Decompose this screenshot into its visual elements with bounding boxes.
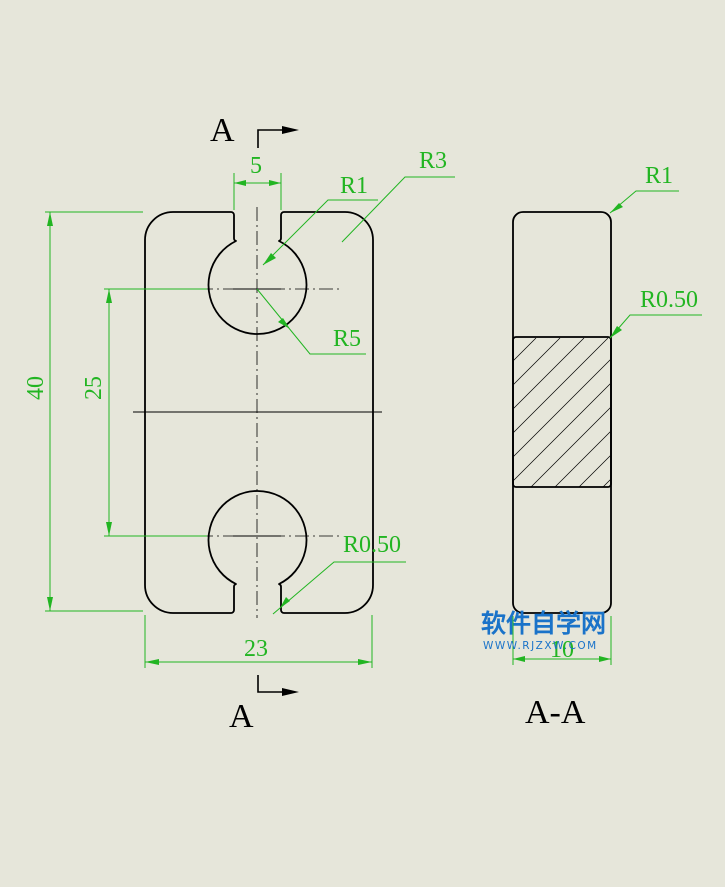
section-view-outline: [512, 211, 612, 614]
section-cut-face: [512, 336, 612, 488]
overall-height-label: 40: [23, 376, 49, 400]
section-r050-label: R0.50: [640, 287, 698, 313]
dimension-overall-height: 40: [23, 211, 143, 612]
dimension-thickness: 10: [512, 616, 612, 665]
leader-front-r3: R3: [341, 148, 455, 243]
cutting-plane-top: [257, 129, 285, 148]
front-r050-label: R0.50: [343, 532, 401, 558]
front-r5-label: R5: [333, 326, 361, 352]
front-r3-label: R3: [419, 148, 447, 174]
hole-spacing-label: 25: [81, 376, 107, 400]
leader-section-r050: R0.50: [609, 287, 702, 339]
dimension-hole-spacing: 25: [81, 288, 207, 537]
cutting-plane-arrow-top: [282, 126, 299, 134]
leader-section-r1: R1: [609, 163, 679, 214]
section-letter-top: A: [210, 112, 235, 149]
dimension-slot-width: 5: [233, 153, 282, 210]
section-mark-bottom: A: [229, 675, 299, 735]
section-view: [512, 211, 612, 614]
watermark: 软件自学网 WWW.RJZXW.COM: [481, 609, 606, 652]
watermark-url: WWW.RJZXW.COM: [483, 640, 598, 652]
slot-width-label: 5: [250, 153, 262, 179]
section-hatching: [513, 338, 610, 487]
section-view-title: A-A: [525, 694, 586, 731]
section-letter-bottom: A: [229, 698, 254, 735]
front-view-outline: [144, 211, 374, 614]
cutting-plane-bottom: [257, 675, 285, 693]
leader-front-r1: R1: [262, 173, 378, 266]
front-r1-label: R1: [340, 173, 368, 199]
section-r1-label: R1: [645, 163, 673, 189]
leader-front-r050: R0.50: [272, 532, 406, 615]
leader-front-r5: R5: [256, 288, 366, 355]
dimension-overall-width: 23: [144, 615, 373, 668]
section-mark-top: A: [210, 112, 299, 149]
thickness-label: 10: [550, 637, 574, 663]
watermark-title: 软件自学网: [481, 609, 606, 638]
overall-width-label: 23: [244, 636, 268, 662]
cutting-plane-arrow-bottom: [282, 688, 299, 696]
